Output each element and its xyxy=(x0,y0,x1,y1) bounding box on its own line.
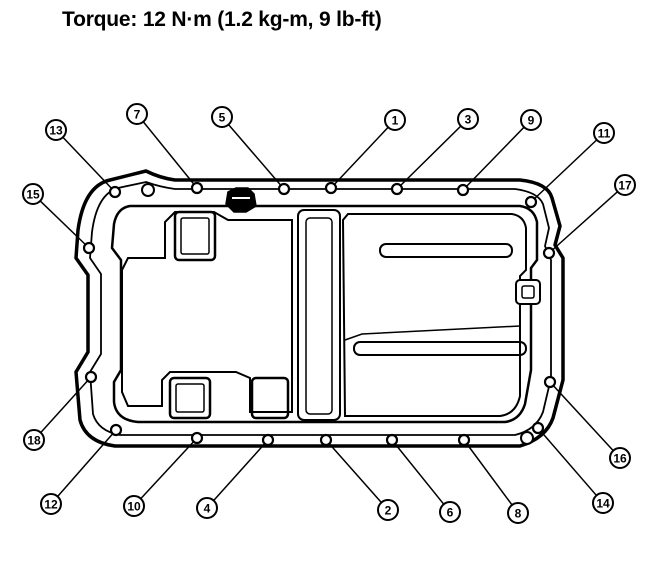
callout-circle-4 xyxy=(196,497,218,519)
leader-line-10 xyxy=(140,437,198,500)
bolt-6 xyxy=(385,433,399,447)
callout-number-14: 14 xyxy=(596,497,610,511)
bolt-layer xyxy=(39,121,619,506)
lower-mid-pocket xyxy=(250,376,290,420)
callout-circle-8 xyxy=(507,502,529,524)
bolt-12 xyxy=(109,423,123,437)
right-chamber xyxy=(341,213,527,417)
callout-number-4: 4 xyxy=(204,502,211,516)
bolt-5 xyxy=(277,182,291,196)
dowel-hole xyxy=(141,183,155,197)
leader-line-12 xyxy=(57,429,117,497)
callout-number-10: 10 xyxy=(127,500,141,514)
callout-number-7: 7 xyxy=(134,108,141,122)
bolt-8 xyxy=(457,433,471,447)
bolt-15 xyxy=(82,241,96,255)
bolt-2 xyxy=(319,433,333,447)
callout-circle-5 xyxy=(211,106,233,128)
bolt-14 xyxy=(531,421,545,435)
callout-circle-14 xyxy=(592,492,614,514)
callout-circle-17 xyxy=(614,174,636,196)
callout-number-8: 8 xyxy=(515,507,522,521)
leader-line-1 xyxy=(330,126,389,189)
dowel-hole xyxy=(520,431,534,445)
oil-pan-inner-wall xyxy=(110,204,539,424)
callout-circle-11 xyxy=(593,122,615,144)
lower-slot xyxy=(353,341,527,356)
leader-line-7 xyxy=(142,121,198,189)
callout-number-3: 3 xyxy=(465,113,472,127)
leader-line-2 xyxy=(325,439,382,504)
callout-number-13: 13 xyxy=(49,124,63,138)
bolt-4 xyxy=(261,433,275,447)
callout-circle-10 xyxy=(123,495,145,517)
callout-circle-15 xyxy=(22,183,44,205)
leader-line-16 xyxy=(549,381,614,452)
leader-line-6 xyxy=(391,439,445,505)
bolt-18 xyxy=(84,370,98,384)
callout-circle-1 xyxy=(384,109,406,131)
callout-number-2: 2 xyxy=(385,504,392,518)
bolt-9 xyxy=(456,183,470,197)
callout-circle-6 xyxy=(439,501,461,523)
lower-left-pocket-inner xyxy=(175,383,205,413)
bolt-10 xyxy=(190,431,204,445)
upper-left-pocket xyxy=(173,210,217,262)
central-rib-inner xyxy=(305,217,333,415)
drain-boss xyxy=(515,279,541,305)
callout-number-6: 6 xyxy=(447,506,454,520)
callout-number-11: 11 xyxy=(598,127,611,141)
callout-circle-12 xyxy=(40,493,62,515)
callout-number-9: 9 xyxy=(528,114,535,128)
bolt-17 xyxy=(542,246,556,260)
oil-pan-flange-inner xyxy=(89,181,552,436)
upper-left-pocket-inner xyxy=(180,217,210,255)
callout-number-18: 18 xyxy=(27,434,41,448)
leader-line-18 xyxy=(40,376,92,434)
leader-line-17 xyxy=(548,191,619,254)
callout-circle-3 xyxy=(457,108,479,130)
bolt-3 xyxy=(390,182,404,196)
callout-number-15: 15 xyxy=(26,188,40,202)
callout-number-16: 16 xyxy=(613,452,627,466)
callout-circle-2 xyxy=(377,499,399,521)
callout-circle-7 xyxy=(126,103,148,125)
right-chamber-ridge xyxy=(344,325,521,341)
left-chamber xyxy=(121,211,293,413)
upper-slot xyxy=(379,243,513,258)
callout-circle-13 xyxy=(45,119,67,141)
leader-line-13 xyxy=(62,136,116,193)
leader-line-5 xyxy=(227,124,285,190)
callout-number-17: 17 xyxy=(618,179,632,193)
bolt-1 xyxy=(324,181,338,195)
leader-line-11 xyxy=(530,139,598,203)
callout-circle-18 xyxy=(23,429,45,451)
oil-pan-outline xyxy=(74,169,565,448)
drain-plug xyxy=(225,187,257,213)
callout-circle-16 xyxy=(609,447,631,469)
leader-line-8 xyxy=(463,439,513,506)
callout-number-5: 5 xyxy=(219,111,226,125)
bolt-11 xyxy=(524,195,538,209)
bolt-16 xyxy=(543,375,557,389)
lower-left-pocket xyxy=(168,376,212,420)
drain-boss-inner xyxy=(521,285,535,299)
callout-number-1: 1 xyxy=(392,114,399,128)
leader-line-9 xyxy=(462,126,525,191)
central-rib-outer xyxy=(297,209,341,421)
bolt-13 xyxy=(108,185,122,199)
leader-line-4 xyxy=(213,439,269,502)
leader-line-14 xyxy=(537,427,598,496)
leader-line-3 xyxy=(396,125,462,190)
leader-line-15 xyxy=(39,200,90,249)
callout-circle-9 xyxy=(520,109,542,131)
bolt-7 xyxy=(190,181,204,195)
callout-number-12: 12 xyxy=(44,498,58,512)
torque-specification: Torque: 12 N·m (1.2 kg-m, 9 lb-ft) xyxy=(62,8,382,31)
